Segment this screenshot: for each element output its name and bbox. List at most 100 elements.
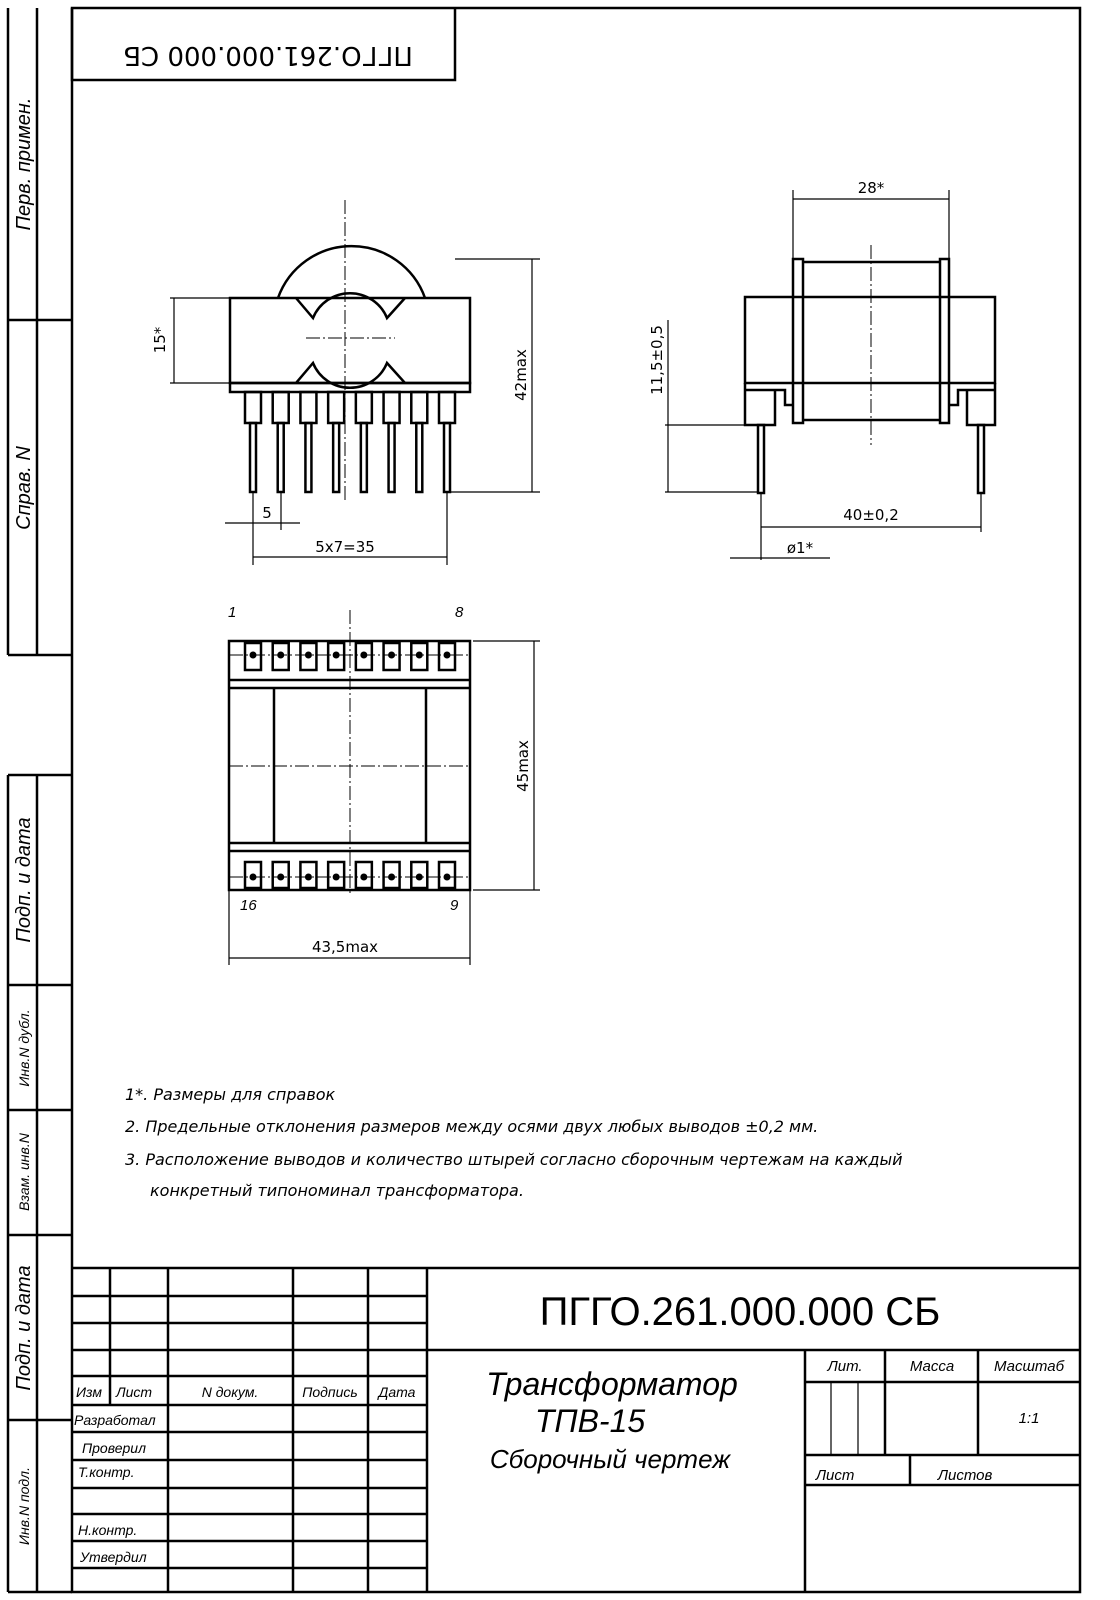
note-3: 3. Расположение выводов и количество шты… (125, 1150, 903, 1169)
dim-width: 28* (858, 179, 885, 197)
pin-pad-bottom (271, 860, 290, 890)
dim-body-height: 15* (151, 326, 169, 353)
col-data: Дата (377, 1384, 416, 1400)
col-masshtab: Масштаб (994, 1358, 1065, 1375)
pin-dot-bottom (304, 873, 312, 881)
sheet-label: Лист (815, 1467, 855, 1484)
label-inv-dubl: Инв.N дубл. (16, 1009, 32, 1086)
pin-pad-top (410, 641, 429, 672)
product-type: ТПВ-15 (535, 1403, 646, 1439)
col-izm: Изм (76, 1384, 102, 1400)
note-1: 1*. Размеры для справок (125, 1085, 336, 1104)
front-view: 15* 42max 5 5x7=35 (151, 200, 540, 565)
row-n-kontr: Н.контр. (78, 1522, 137, 1538)
pin-terminal (243, 390, 263, 425)
pin-dot-bottom (277, 873, 285, 881)
pin-terminal (354, 390, 374, 425)
dim-pin-pitch: 5 (262, 504, 272, 522)
dim-width: 43,5max (312, 938, 378, 956)
pin-label-1: 1 (228, 604, 236, 621)
title-block: ПГГО.261.000.000 СБ Трансформатор ТПВ-15… (72, 1266, 1080, 1592)
pin-terminal (299, 390, 318, 425)
pin-label-9: 9 (450, 897, 459, 914)
designation: ПГГО.261.000.000 СБ (540, 1290, 941, 1334)
pin-label-8: 8 (455, 604, 464, 621)
pin-pad-top (437, 641, 457, 672)
note-3-cont: конкретный типономинал трансформатора. (150, 1181, 524, 1200)
pin-dot-top (388, 651, 396, 659)
dim-pin-diameter: ø1* (787, 539, 814, 557)
pin-dot-top (360, 651, 368, 659)
pin-pad-bottom (354, 860, 374, 890)
label-perv-primen: Перв. примен. (13, 98, 35, 231)
note-2: 2. Предельные отклонения размеров между … (125, 1117, 818, 1136)
pin-pad-bottom (326, 860, 346, 890)
pin-dot-top (332, 651, 340, 659)
pin-pad-top (271, 641, 290, 672)
left-margin: Перв. примен. Справ. N Подп. и дата Инв.… (6, 8, 72, 1594)
pin-dot-bottom (360, 873, 368, 881)
scale-value: 1:1 (1019, 1410, 1040, 1427)
label-podp-data-1: Подп. и дата (13, 817, 35, 942)
pin-dot-bottom (415, 873, 423, 881)
pin-pad-top (299, 641, 318, 672)
pin-dot-top (277, 651, 285, 659)
row-t-kontr: Т.контр. (78, 1464, 134, 1480)
pin-pad-bottom (299, 860, 318, 890)
pin (359, 421, 369, 494)
pin-terminal (437, 390, 457, 425)
pin-pad-top (354, 641, 374, 672)
row-razrabotal: Разработал (74, 1412, 156, 1428)
row-proveril: Проверил (82, 1440, 146, 1456)
pin-dot-bottom (249, 873, 257, 881)
pin (442, 421, 452, 494)
pin-dot-top (415, 651, 423, 659)
pin-dot-bottom (332, 873, 340, 881)
pin-pad-top (243, 641, 263, 672)
pin-terminal (271, 390, 290, 425)
pin (304, 421, 313, 494)
pin-pad-top (326, 641, 346, 672)
pin-pad-bottom (243, 860, 263, 890)
product-name: Трансформатор (486, 1366, 738, 1402)
label-podp-data-2: Подп. и дата (13, 1265, 35, 1390)
col-lit: Лит. (826, 1358, 862, 1375)
stamp-designation-rotated: ПГГО.261.000.000 СБ (123, 40, 413, 70)
col-n-dokum: N докум. (202, 1384, 259, 1400)
label-vzam-inv: Взам. инв.N (16, 1132, 32, 1211)
dim-pin-length: 11,5±0,5 (648, 325, 666, 395)
pin (248, 421, 258, 494)
label-inv-podl: Инв.N подл. (16, 1467, 32, 1545)
pin-dot-top (443, 651, 451, 659)
pin-pad-top (382, 641, 401, 672)
pin (331, 421, 341, 494)
side-view: 28* 11,5±0,5 40±0,2 ø1* (648, 179, 997, 560)
dim-pin-span: 5x7=35 (315, 538, 375, 556)
document-type: Сборочный чертеж (490, 1444, 731, 1474)
dim-pin-spacing: 40±0,2 (843, 506, 899, 524)
pin (415, 421, 424, 494)
pin-pad-bottom (410, 860, 429, 890)
pin-pad-bottom (437, 860, 457, 890)
technical-notes: 1*. Размеры для справок 2. Предельные от… (125, 1085, 903, 1200)
col-massa: Масса (910, 1358, 954, 1375)
pin-pad-bottom (382, 860, 401, 890)
pin-dot-top (249, 651, 257, 659)
top-view: 1 8 16 9 45max 43,5max (227, 604, 540, 965)
sheets-label: Листов (937, 1467, 993, 1484)
pin-terminal (410, 390, 429, 425)
pin-dot-bottom (388, 873, 396, 881)
dim-height: 45max (514, 740, 532, 792)
pin-terminal (326, 390, 346, 425)
col-podpis: Подпись (302, 1384, 358, 1400)
dim-total-height: 42max (512, 349, 530, 401)
row-utverdil: Утвердил (79, 1549, 147, 1565)
pin (276, 421, 285, 494)
pin-dot-bottom (443, 873, 451, 881)
label-sprav-n: Справ. N (13, 446, 35, 530)
pin-dot-top (304, 651, 312, 659)
sheet-frame (70, 6, 1082, 1594)
pin-terminal (382, 390, 401, 425)
pin (387, 421, 396, 494)
